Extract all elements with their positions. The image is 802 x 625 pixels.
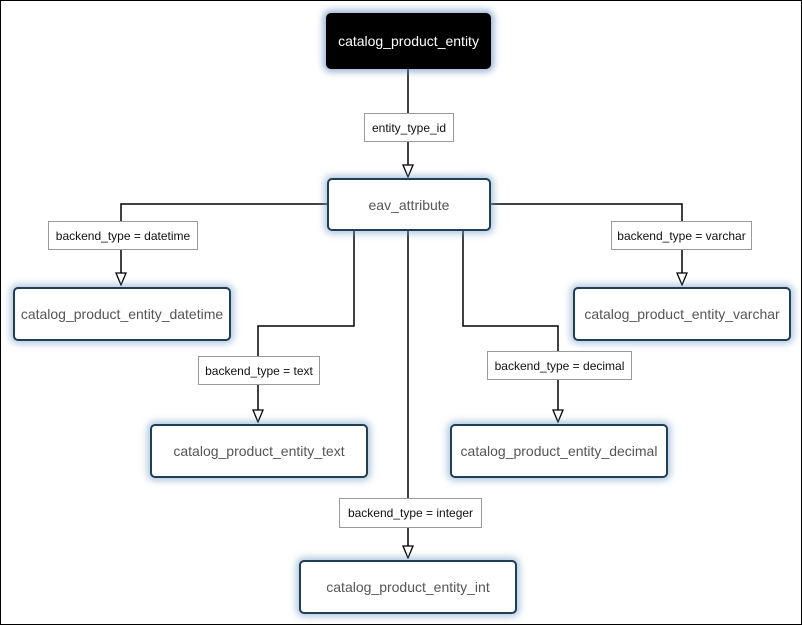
- edge-attribute-to-datetime: [121, 203, 327, 285]
- node-catalog-product-entity-datetime[interactable]: catalog_product_entity_datetime: [13, 287, 231, 341]
- edge-attribute-to-text: [258, 231, 355, 422]
- edge-label-integer: backend_type = integer: [339, 498, 482, 528]
- edge-label-varchar: backend_type = varchar: [611, 221, 752, 250]
- node-label: catalog_product_entity_varchar: [584, 306, 780, 322]
- node-eav-attribute[interactable]: eav_attribute: [327, 178, 491, 231]
- edge-label-entity-type-id: entity_type_id: [364, 113, 454, 142]
- node-label: catalog_product_entity_text: [173, 443, 345, 459]
- edge-attribute-to-decimal: [462, 231, 558, 422]
- node-label: catalog_product_entity_decimal: [460, 443, 658, 459]
- node-catalog-product-entity-int[interactable]: catalog_product_entity_int: [299, 560, 517, 614]
- node-label: catalog_product_entity_datetime: [20, 306, 224, 322]
- node-catalog-product-entity[interactable]: catalog_product_entity: [326, 13, 491, 69]
- node-catalog-product-entity-varchar[interactable]: catalog_product_entity_varchar: [573, 287, 791, 341]
- node-label: catalog_product_entity_int: [326, 579, 490, 595]
- node-catalog-product-entity-text[interactable]: catalog_product_entity_text: [150, 424, 368, 478]
- edge-attribute-to-varchar: [491, 203, 682, 285]
- node-catalog-product-entity-decimal[interactable]: catalog_product_entity_decimal: [450, 424, 668, 478]
- edge-label-text: backend_type = text: [198, 356, 320, 385]
- node-label: catalog_product_entity: [338, 33, 479, 49]
- node-label: eav_attribute: [368, 196, 450, 213]
- edge-label-decimal: backend_type = decimal: [487, 351, 632, 380]
- edge-label-datetime: backend_type = datetime: [48, 221, 198, 250]
